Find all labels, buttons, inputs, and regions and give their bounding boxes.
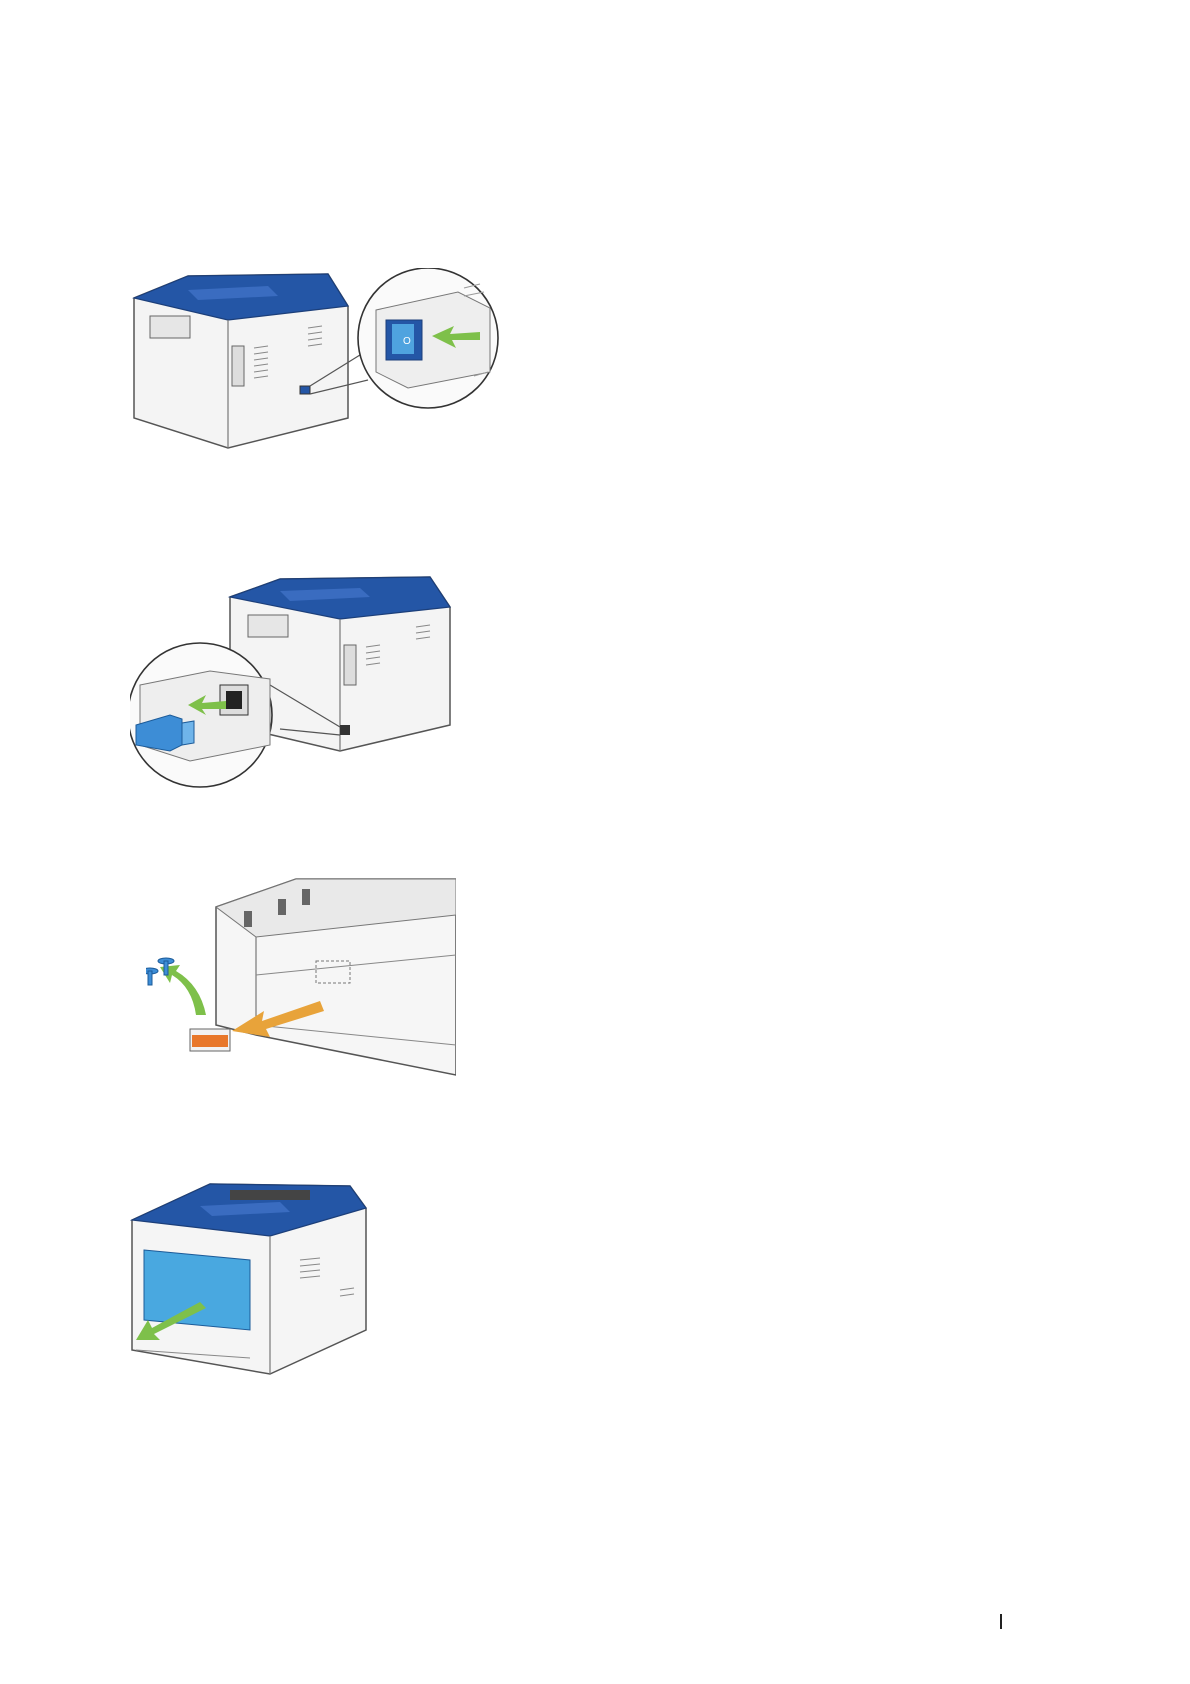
svg-text:O: O bbox=[403, 336, 411, 347]
printer-power-cord-unplug-icon bbox=[130, 575, 470, 800]
printer-power-switch-off-icon: O bbox=[128, 268, 524, 458]
printer-paper-tray-pull-out-icon bbox=[130, 1180, 370, 1375]
page-number-divider bbox=[1000, 1614, 1002, 1629]
feeder-tape-and-pins-removal-icon bbox=[146, 875, 456, 1090]
